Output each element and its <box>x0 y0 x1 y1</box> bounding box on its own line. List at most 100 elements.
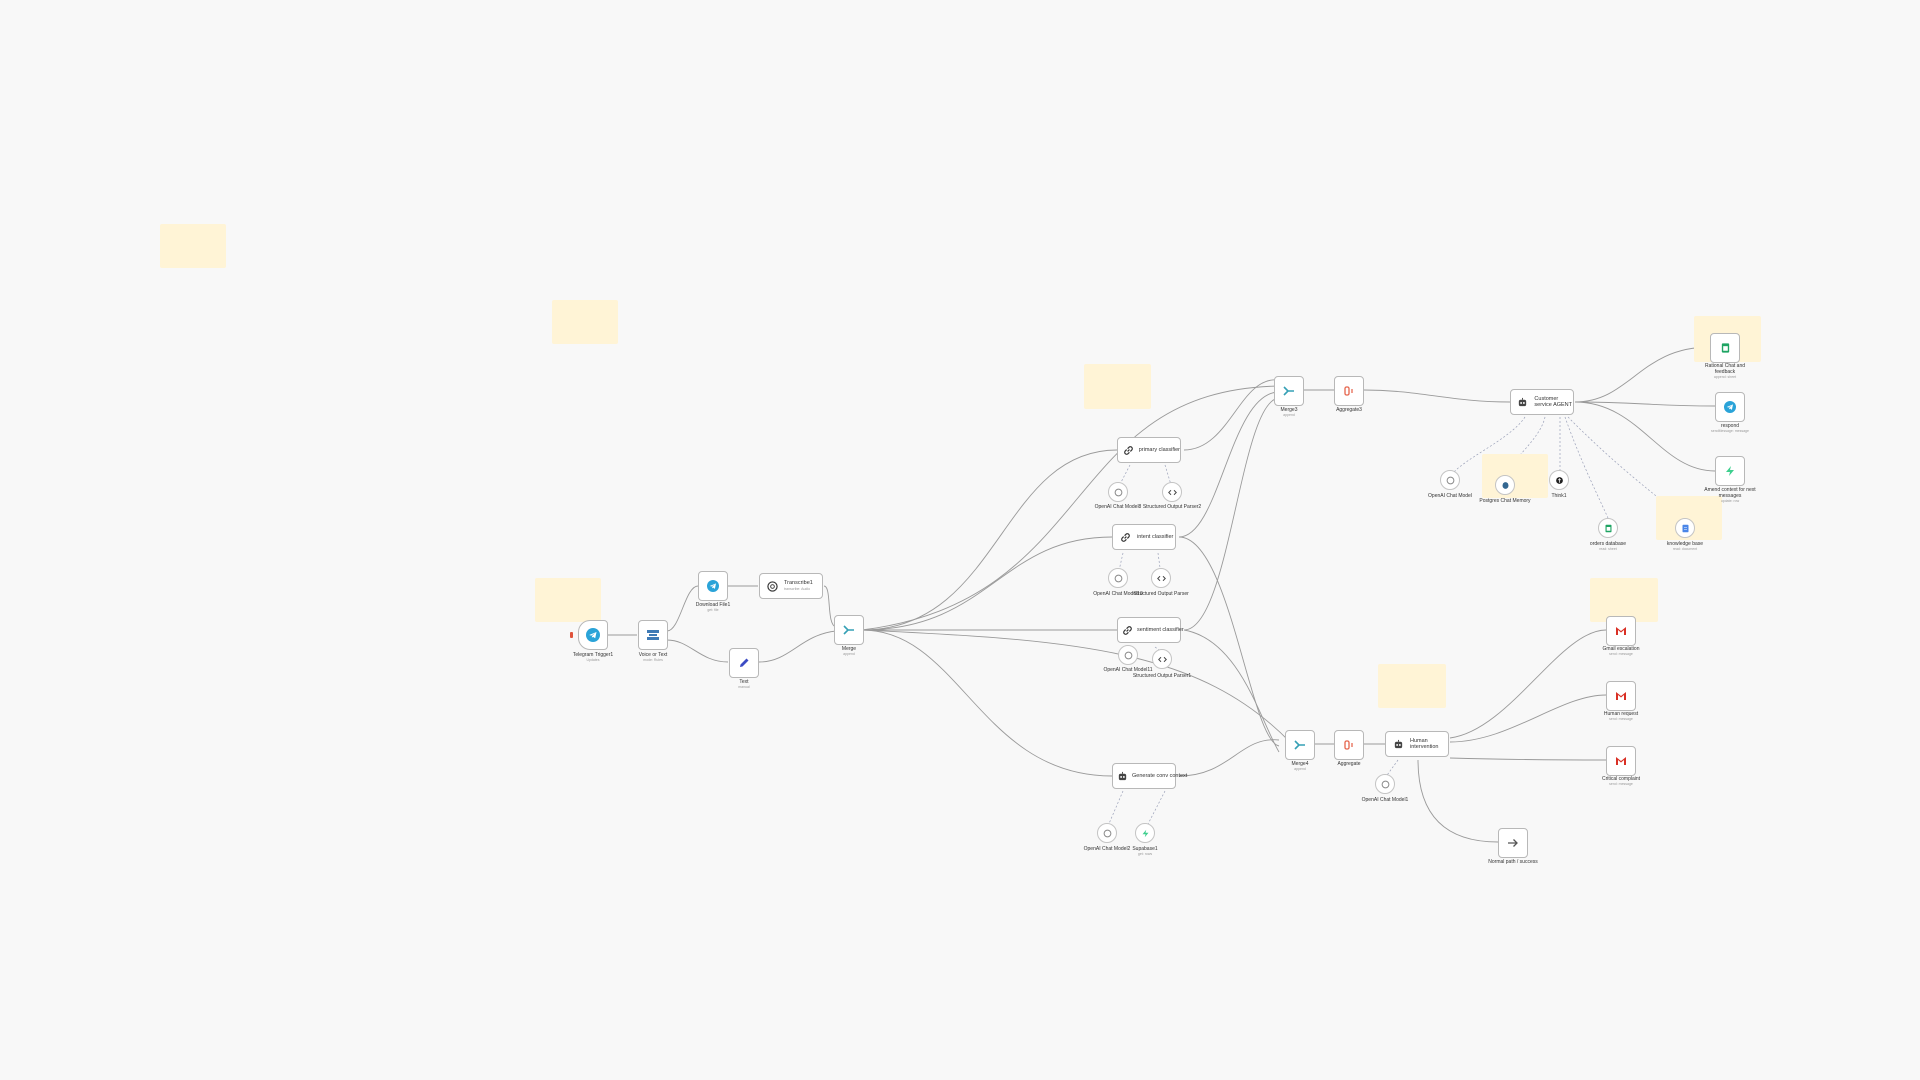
node-subtitle: send: message <box>1609 652 1633 656</box>
code-icon <box>1154 651 1170 667</box>
node-normal-path[interactable] <box>1498 828 1528 858</box>
node-openai-model-10[interactable] <box>1108 568 1128 588</box>
node-label: Human request <box>1603 711 1639 717</box>
node-gmail-escalation[interactable] <box>1606 616 1636 646</box>
node-label: Supabase1 <box>1132 846 1158 852</box>
node-title: Generate conv context <box>1132 773 1188 779</box>
node-label: Aggregate3 <box>1336 407 1362 413</box>
node-openai-model-11[interactable] <box>1118 645 1138 665</box>
code-icon <box>1164 484 1180 500</box>
node-respond[interactable] <box>1715 392 1745 422</box>
node-intent-classifier[interactable]: intent classifier <box>1112 524 1176 550</box>
gmail-icon <box>1613 623 1629 639</box>
node-subtitle: manual <box>738 685 750 689</box>
node-structured-output-2[interactable] <box>1162 482 1182 502</box>
node-label: Gmail escalation <box>1602 646 1640 652</box>
node-think1[interactable] <box>1549 470 1569 490</box>
node-knowledge-base[interactable] <box>1675 518 1695 538</box>
node-telegram-trigger[interactable] <box>578 620 608 650</box>
node-label: Normal path / success <box>1488 859 1538 865</box>
node-structured-output-1[interactable] <box>1152 649 1172 669</box>
node-openai-model-2[interactable] <box>1097 823 1117 843</box>
node-amend-context[interactable] <box>1715 456 1745 486</box>
arrow-right-icon <box>1505 835 1521 851</box>
node-label: Rational Chat and feedback <box>1704 363 1746 375</box>
gmail-icon <box>1613 688 1629 704</box>
node-merge[interactable] <box>834 615 864 645</box>
link-icon <box>1122 442 1135 458</box>
node-download-file[interactable] <box>698 571 728 601</box>
node-title: Human intervention <box>1410 738 1439 750</box>
node-label: knowledge base <box>1666 541 1704 547</box>
aggregate-icon <box>1341 383 1357 399</box>
think-icon <box>1551 472 1567 488</box>
sticky-note[interactable] <box>1590 578 1658 622</box>
node-label: Merge <box>841 646 857 652</box>
node-label: orders database <box>1589 541 1627 547</box>
node-subtitle: append: sheet <box>1713 375 1737 379</box>
node-label: OpenAI Chat Model1 <box>1361 797 1409 803</box>
node-openai-model[interactable] <box>1440 470 1460 490</box>
edge-generate-merge4 <box>1178 739 1280 777</box>
node-voice-or-text[interactable] <box>638 620 668 650</box>
node-subtitle: append <box>1294 767 1306 771</box>
sticky-note[interactable] <box>535 578 601 622</box>
merge-icon <box>1281 383 1297 399</box>
node-subtitle: mode: Rules <box>643 658 663 662</box>
node-postgres-memory[interactable] <box>1495 475 1515 495</box>
edge-sentiment-merge3 <box>1183 397 1280 631</box>
node-rational-chat-feedback[interactable] <box>1710 333 1740 363</box>
node-sentiment-classifier[interactable]: sentiment classifier <box>1117 617 1184 643</box>
node-human-request[interactable] <box>1606 681 1636 711</box>
node-merge3[interactable] <box>1274 376 1304 406</box>
node-label: Think1 <box>1551 493 1567 499</box>
node-openai-model-8[interactable] <box>1108 482 1128 502</box>
openai-icon <box>1120 647 1136 663</box>
sheets-icon <box>1717 340 1733 356</box>
node-label: Telegram Trigger1 <box>572 652 614 658</box>
telegram-icon <box>1722 399 1738 415</box>
gmail-icon <box>1613 753 1629 769</box>
node-critical-complaint[interactable] <box>1606 746 1636 776</box>
node-label: Aggregate <box>1337 761 1361 767</box>
node-primary-classifier[interactable]: primary classifier <box>1117 437 1181 463</box>
openai-icon <box>1110 570 1126 586</box>
node-merge4[interactable] <box>1285 730 1315 760</box>
sticky-note[interactable] <box>160 224 226 268</box>
node-text[interactable] <box>729 648 759 678</box>
node-human-intervention[interactable]: Human intervention <box>1385 731 1449 757</box>
node-customer-service-agent[interactable]: Customer service AGENT <box>1510 389 1574 415</box>
sticky-note[interactable] <box>1482 454 1548 498</box>
sticky-note[interactable] <box>1084 364 1151 409</box>
openai-icon <box>1377 776 1393 792</box>
openai-icon <box>1099 825 1115 841</box>
sticky-note[interactable] <box>552 300 618 344</box>
postgres-icon <box>1497 477 1513 493</box>
sticky-note[interactable] <box>1378 664 1446 708</box>
node-structured-output[interactable] <box>1151 568 1171 588</box>
node-subtitle: update: row <box>1720 499 1740 503</box>
node-label: Postgres Chat Memory <box>1479 498 1531 504</box>
edge-agent-rational <box>1574 346 1711 403</box>
node-subtitle: Updates <box>586 658 600 662</box>
node-title: Transcribe1 <box>784 580 813 586</box>
node-label: Amend context for next messages <box>1704 487 1756 499</box>
node-label: OpenAI Chat Model <box>1428 493 1472 499</box>
node-label: OpenAI Chat Model8 <box>1094 504 1142 510</box>
node-aggregate3[interactable] <box>1334 376 1364 406</box>
node-transcribe[interactable]: Transcribe1 transcribe: Audio <box>759 573 823 599</box>
supabase-icon <box>1722 463 1738 479</box>
node-title: Customer service AGENT <box>1534 396 1573 408</box>
ai-agent-icon <box>1390 736 1406 752</box>
node-orders-database[interactable] <box>1598 518 1618 538</box>
node-subtitle: append <box>1283 413 1295 417</box>
edge-intent-merge4 <box>1178 536 1280 747</box>
pin-icon <box>570 632 573 638</box>
aggregate-icon <box>1341 737 1357 753</box>
node-generate-conv-context[interactable]: Generate conv context <box>1112 763 1187 789</box>
node-openai-model-1[interactable] <box>1375 774 1395 794</box>
node-supabase1[interactable] <box>1135 823 1155 843</box>
node-aggregate[interactable] <box>1334 730 1364 760</box>
